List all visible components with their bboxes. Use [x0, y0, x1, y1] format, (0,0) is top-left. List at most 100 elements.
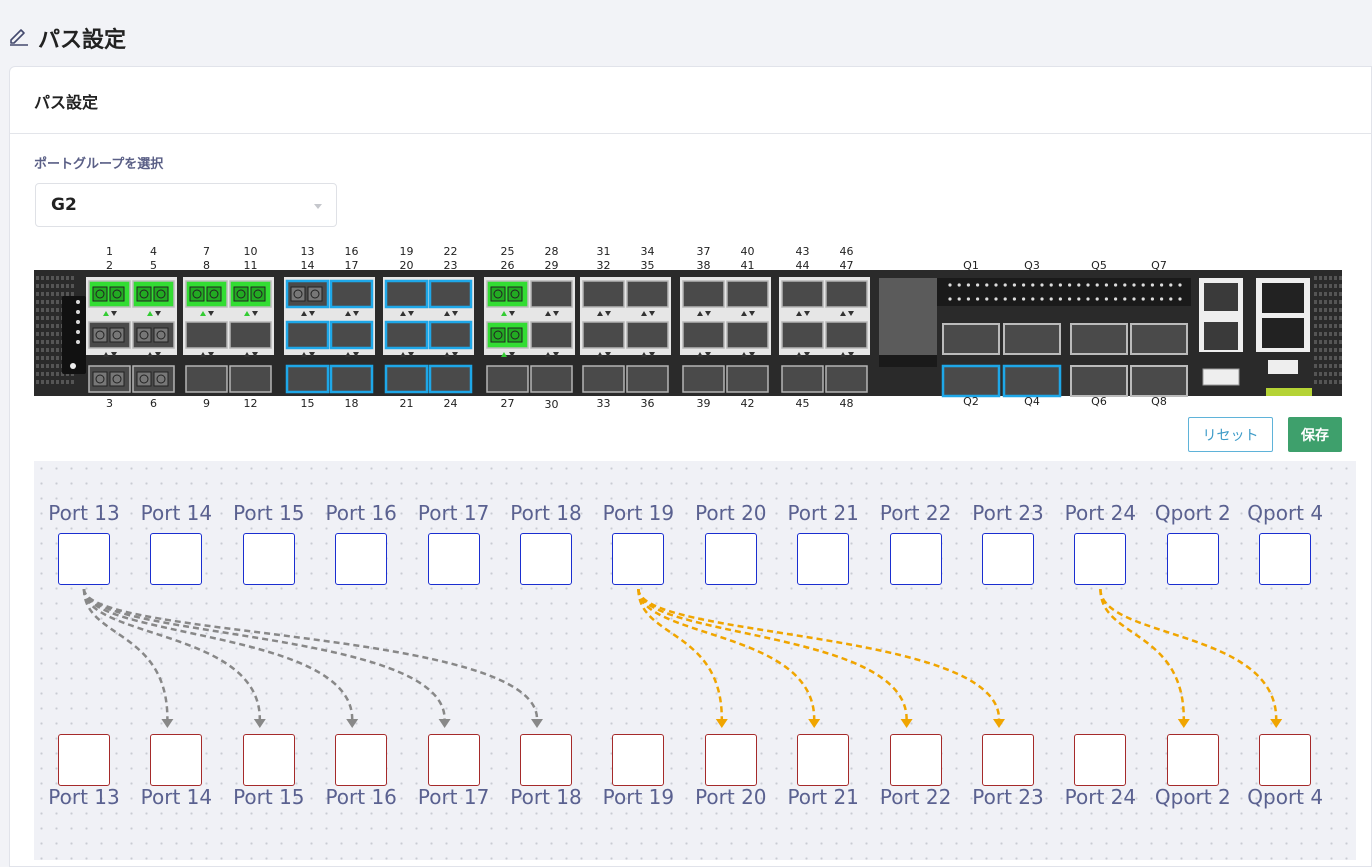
destination-port-node[interactable] [1259, 734, 1312, 786]
destination-port-label: Port 18 [510, 785, 582, 809]
port-number-label: 47 [839, 259, 854, 272]
source-port-node[interactable] [1259, 533, 1312, 585]
source-port-node[interactable] [612, 533, 665, 585]
source-port-node[interactable] [520, 533, 572, 585]
port-number-label: 7 [203, 245, 210, 258]
destination-port-label: Port 22 [879, 785, 952, 809]
destination-port-node[interactable] [242, 734, 295, 786]
destination-port-node[interactable] [427, 734, 480, 786]
path-link-arrow-icon [346, 719, 359, 728]
source-port-label: Port 15 [233, 501, 305, 525]
path-link-arrow-icon [1270, 719, 1283, 728]
sfp-port [825, 321, 868, 349]
port-number-label: 27 [500, 397, 515, 410]
path-link-arrow-icon [1177, 719, 1190, 728]
port-number-label: 14 [300, 259, 315, 272]
path-link-arrow-icon [808, 719, 821, 728]
sfp-port [781, 321, 824, 349]
qsfp-number-label: Q4 [1024, 395, 1040, 408]
path-link-line [82, 588, 354, 720]
source-port-node[interactable] [1074, 533, 1127, 585]
port-number-label: 39 [696, 397, 711, 410]
sfp-port [726, 280, 769, 308]
source-port-node[interactable] [58, 533, 110, 585]
source-port-label: Port 13 [48, 501, 120, 525]
source-port-node[interactable] [982, 533, 1034, 585]
path-link-line [82, 588, 169, 720]
port-group-label: ポートグループを選択 [34, 157, 164, 172]
source-port-node[interactable] [704, 533, 757, 585]
path-link-arrow-icon [531, 719, 543, 728]
path-link-line [82, 588, 446, 720]
source-port-node[interactable] [1166, 533, 1219, 585]
reset-button[interactable]: リセット [1188, 417, 1273, 452]
port-number-label: 10 [243, 245, 258, 258]
destination-port-label: Port 20 [695, 785, 767, 809]
path-link-line [1099, 588, 1186, 720]
destination-port-node[interactable] [612, 734, 665, 786]
destination-port-node[interactable] [982, 734, 1034, 786]
destination-port-label: Port 15 [233, 785, 305, 809]
sfp-port [384, 279, 429, 309]
source-port-label: Port 14 [140, 501, 213, 525]
port-number-label: 40 [740, 245, 755, 258]
destination-port-node[interactable] [1074, 734, 1127, 786]
source-port-node[interactable] [242, 533, 295, 585]
source-port-label: Port 18 [510, 501, 582, 525]
destination-port-label: Port 21 [787, 785, 859, 809]
port-number-label: 11 [243, 259, 258, 272]
switch-chassis [34, 270, 1342, 398]
management-block [879, 278, 937, 360]
sfp-port [726, 365, 769, 393]
destination-port-label: Port 23 [972, 785, 1044, 809]
destination-port-node[interactable] [1166, 734, 1219, 786]
sfp-port [825, 280, 868, 308]
save-button[interactable]: 保存 [1288, 417, 1342, 452]
port-number-label: 35 [640, 259, 655, 272]
destination-port-node[interactable] [520, 734, 572, 786]
destination-port-label: Port 19 [602, 785, 675, 809]
port-number-label: 44 [795, 259, 810, 272]
source-port-node[interactable] [427, 533, 480, 585]
sfp-port [428, 279, 473, 309]
sfp-port [329, 279, 374, 309]
destination-port-node[interactable] [889, 734, 942, 786]
qsfp-port [1130, 323, 1188, 355]
sfp-port [726, 321, 769, 349]
destination-port-label: Port 24 [1064, 785, 1137, 809]
source-port-node[interactable] [889, 533, 942, 585]
qsfp-number-label: Q2 [963, 395, 979, 408]
sfp-port [384, 320, 429, 350]
sfp-port [825, 365, 868, 393]
sfp-port [582, 365, 625, 393]
port-number-label: 22 [443, 245, 458, 258]
path-link-line [637, 588, 724, 720]
port-number-label: 24 [443, 397, 458, 410]
sfp-port [229, 365, 272, 393]
destination-port-node[interactable] [797, 734, 850, 786]
sfp-port [384, 364, 429, 394]
source-port-node[interactable] [150, 533, 203, 585]
source-port-label: Port 19 [602, 501, 675, 525]
source-port-label: Port 20 [695, 501, 767, 525]
port-number-label: 43 [795, 245, 810, 258]
usb-port [1202, 368, 1240, 386]
port-number-label: 41 [740, 259, 755, 272]
source-port-node[interactable] [797, 533, 850, 585]
port-number-label: 21 [399, 397, 414, 410]
sfp-port [682, 280, 725, 308]
source-port-node[interactable] [335, 533, 388, 585]
right-vent [1314, 276, 1342, 384]
destination-port-node[interactable] [58, 734, 110, 786]
destination-port-node[interactable] [704, 734, 757, 786]
sfp-port [582, 321, 625, 349]
path-link-line [637, 588, 1001, 720]
page-header: パス設定 [0, 0, 1372, 70]
status-bar-green [1266, 388, 1312, 396]
port-group-select[interactable]: G2 [35, 183, 337, 227]
port-number-label: 28 [544, 245, 559, 258]
sfp-port [530, 321, 573, 349]
port-number-label: 36 [640, 397, 655, 410]
destination-port-node[interactable] [150, 734, 203, 786]
destination-port-node[interactable] [335, 734, 388, 786]
